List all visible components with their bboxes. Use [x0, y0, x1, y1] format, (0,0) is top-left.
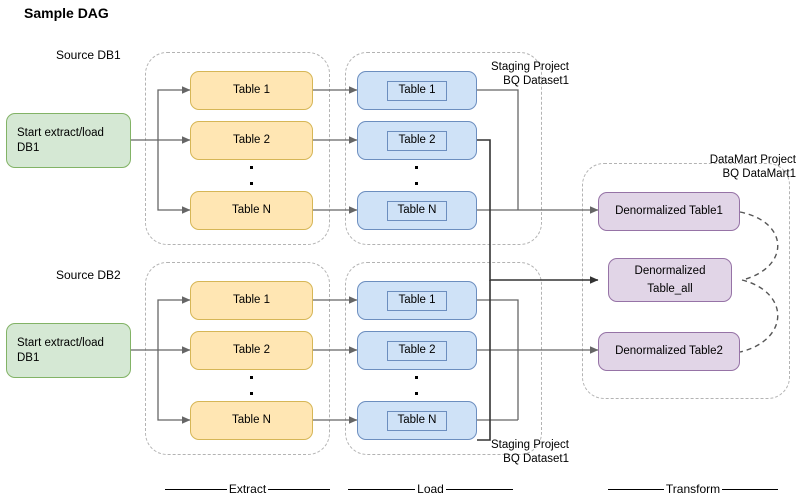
- load-group-db2: [345, 262, 542, 455]
- node-label: Table 2: [232, 344, 271, 356]
- load-db1-table-n[interactable]: Table N: [357, 191, 477, 230]
- load-db1-ellipsis-dot: [415, 166, 418, 169]
- source-db2-label: Source DB2: [56, 268, 121, 282]
- denormalized-table-all-label: Denormalized Table_all: [609, 262, 731, 298]
- load-db1-table-1[interactable]: Table 1: [357, 71, 477, 110]
- start-extract-load-db1-node[interactable]: Start extract/load DB1: [6, 113, 131, 168]
- page-title: Sample DAG: [24, 5, 109, 21]
- node-label: Table N: [232, 414, 271, 426]
- load-db2-ellipsis-dot: [415, 376, 418, 379]
- extract-db2-table-n[interactable]: Table N: [190, 401, 313, 440]
- start-extract-load-db1-label: Start extract/load DB1: [17, 126, 104, 154]
- phase-rule-right: [268, 488, 330, 490]
- datamart-project-label: DataMart Project BQ DataMart1: [709, 154, 796, 180]
- load-db1-ellipsis-dot: [415, 182, 418, 185]
- node-label: Table 1: [232, 294, 271, 306]
- start-extract-load-db2-node[interactable]: Start extract/load DB1: [6, 323, 131, 378]
- node-label: Table 1: [232, 84, 271, 96]
- staging-project-label-bottom: Staging Project BQ Dataset1: [491, 439, 569, 465]
- phase-extract: Extract: [165, 482, 330, 496]
- extract-group-db2: [145, 262, 330, 455]
- extract-db1-ellipsis-dot: [250, 166, 253, 169]
- staging-project-label-top: Staging Project BQ Dataset1: [491, 61, 569, 87]
- node-label: Table 2: [232, 134, 271, 146]
- phase-load: Load: [348, 482, 514, 496]
- extract-db2-table-2[interactable]: Table 2: [190, 331, 313, 370]
- denormalized-table1-node[interactable]: Denormalized Table1: [598, 192, 740, 231]
- phase-extract-label: Extract: [228, 482, 267, 496]
- load-db1-table-n-inner: Table N: [387, 200, 447, 221]
- phase-rule-right: [445, 488, 514, 490]
- phase-rule-left: [608, 488, 664, 490]
- start-extract-load-db2-label: Start extract/load DB1: [17, 336, 104, 364]
- phase-rule-left: [165, 488, 227, 490]
- load-db2-table-2[interactable]: Table 2: [357, 331, 477, 370]
- phase-load-label: Load: [417, 482, 444, 496]
- denormalized-table2-node[interactable]: Denormalized Table2: [598, 332, 740, 371]
- node-label: Table N: [232, 204, 271, 216]
- source-db1-label: Source DB1: [56, 48, 121, 62]
- phase-transform-label: Transform: [665, 482, 721, 496]
- load-db2-table-2-inner: Table 2: [387, 340, 447, 361]
- load-db2-table-1-inner: Table 1: [387, 290, 447, 311]
- extract-db2-table-1[interactable]: Table 1: [190, 281, 313, 320]
- phase-transform: Transform: [608, 482, 779, 496]
- denormalized-table-all-node[interactable]: Denormalized Table_all: [608, 258, 732, 302]
- load-db2-table-n[interactable]: Table N: [357, 401, 477, 440]
- phase-rule-right: [722, 488, 779, 490]
- extract-db1-ellipsis-dot: [250, 182, 253, 185]
- load-db2-table-n-inner: Table N: [387, 410, 447, 431]
- load-db1-table-2-inner: Table 2: [387, 130, 447, 151]
- denormalized-table-all-line2: Table_all: [647, 283, 693, 295]
- load-db1-table-2[interactable]: Table 2: [357, 121, 477, 160]
- phase-rule-left: [348, 488, 416, 490]
- load-db2-table-1[interactable]: Table 1: [357, 281, 477, 320]
- load-db2-ellipsis-dot: [415, 392, 418, 395]
- transform-group-datamart: [582, 163, 790, 399]
- extract-db1-table-1[interactable]: Table 1: [190, 71, 313, 110]
- extract-db1-table-n[interactable]: Table N: [190, 191, 313, 230]
- extract-db2-ellipsis-dot: [250, 392, 253, 395]
- extract-db2-ellipsis-dot: [250, 376, 253, 379]
- node-label: Denormalized Table2: [615, 345, 723, 357]
- extract-db1-table-2[interactable]: Table 2: [190, 121, 313, 160]
- node-label: Denormalized Table1: [615, 205, 723, 217]
- extract-group-db1: [145, 52, 330, 245]
- denormalized-table-all-line1: Denormalized: [634, 265, 706, 277]
- load-db1-table-1-inner: Table 1: [387, 80, 447, 101]
